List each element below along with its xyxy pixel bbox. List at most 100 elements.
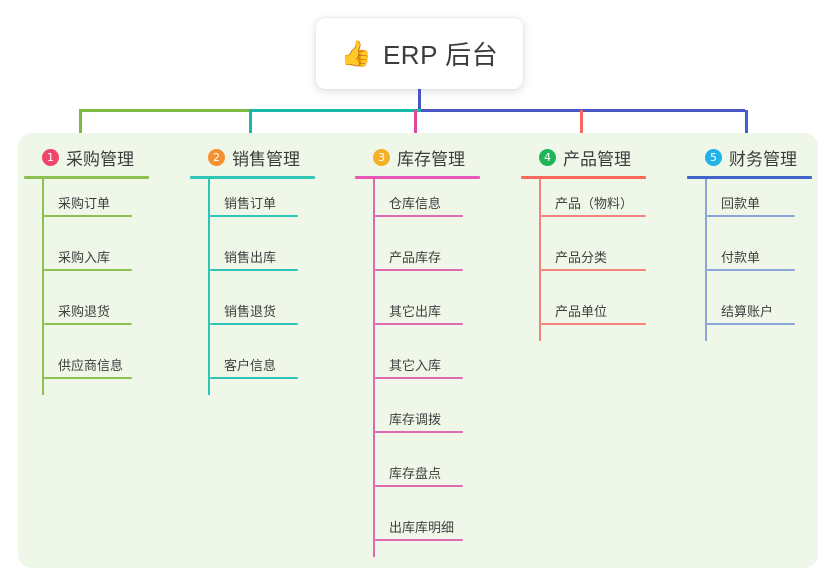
diagram-panel (18, 133, 818, 568)
root-node-card[interactable]: 👍 ERP 后台 (316, 18, 523, 89)
leaf-rule (44, 215, 132, 217)
column-title: 产品管理 (563, 149, 631, 169)
column-header-rule (687, 176, 812, 179)
leaf-label: 产品单位 (555, 304, 608, 319)
leaf-node[interactable]: 出库库明细 (375, 503, 463, 557)
column-title: 库存管理 (397, 149, 465, 169)
leaf-label: 产品（物料） (555, 196, 634, 211)
leaf-rule (375, 377, 463, 379)
column-badge-2: 2 (208, 148, 225, 166)
leaf-node[interactable]: 产品单位 (541, 287, 646, 341)
leaf-rule (210, 269, 298, 271)
column-spine (705, 179, 707, 341)
leaf-rule (707, 215, 795, 217)
leaf-label: 客户信息 (224, 358, 277, 373)
bus-segment (79, 109, 249, 112)
leaf-rule (375, 431, 463, 433)
leaf-node[interactable]: 其它入库 (375, 341, 463, 395)
column-header-rule (190, 176, 315, 179)
leaf-label: 销售退货 (224, 304, 277, 319)
leaf-rule (44, 269, 132, 271)
leaf-label: 出库库明细 (389, 520, 455, 535)
leaf-label: 采购入库 (58, 250, 111, 265)
connector-bus (79, 109, 745, 112)
leaf-node[interactable]: 销售出库 (210, 233, 298, 287)
leaf-label: 采购退货 (58, 304, 111, 319)
column-body: 产品（物料） 产品分类产品单位 (521, 179, 691, 341)
leaf-label: 销售出库 (224, 250, 277, 265)
column-drop-connector (414, 110, 417, 145)
leaf-node[interactable]: 付款单 (707, 233, 795, 287)
leaf-rule (707, 323, 795, 325)
leaf-rule (210, 377, 298, 379)
leaf-label: 仓库信息 (389, 196, 442, 211)
leaf-rule (44, 323, 132, 325)
root-stem-connector (418, 89, 421, 110)
column-title: 采购管理 (66, 149, 134, 169)
column-header-rule (355, 176, 480, 179)
column-drop-connector (249, 110, 252, 145)
column-badge-4: 4 (539, 148, 556, 166)
leaf-label: 库存调拨 (389, 412, 442, 427)
leaf-label: 结算账户 (721, 304, 774, 319)
leaf-node[interactable]: 产品库存 (375, 233, 463, 287)
column-spine (208, 179, 210, 395)
leaf-label: 库存盘点 (389, 466, 442, 481)
leaf-node[interactable]: 客户信息 (210, 341, 298, 395)
leaf-label: 产品分类 (555, 250, 608, 265)
leaf-label: 销售订单 (224, 196, 277, 211)
column-1: 1 采购管理采购订单采购入库采购退货供应商信息 (24, 144, 189, 395)
leaf-node[interactable]: 回款单 (707, 179, 795, 233)
leaf-node[interactable]: 供应商信息 (44, 341, 132, 395)
column-drop-connector (745, 110, 748, 145)
leaf-node[interactable]: 采购入库 (44, 233, 132, 287)
column-badge-3: 3 (373, 148, 390, 166)
leaf-label: 产品库存 (389, 250, 442, 265)
leaf-rule (44, 377, 132, 379)
column-drop-connector (580, 110, 583, 145)
leaf-label: 采购订单 (58, 196, 111, 211)
leaf-node[interactable]: 采购退货 (44, 287, 132, 341)
leaf-node[interactable]: 其它出库 (375, 287, 463, 341)
column-body: 销售订单销售出库销售退货客户信息 (190, 179, 355, 395)
leaf-rule (707, 269, 795, 271)
column-body: 仓库信息产品库存其它出库其它入库库存调拨库存盘点出库库明细 (355, 179, 525, 557)
leaf-rule (541, 323, 646, 325)
leaf-node[interactable]: 销售订单 (210, 179, 298, 233)
leaf-rule (375, 485, 463, 487)
leaf-node[interactable]: 仓库信息 (375, 179, 463, 233)
column-badge-1: 1 (42, 148, 59, 166)
column-spine (373, 179, 375, 557)
leaf-node[interactable]: 库存调拨 (375, 395, 463, 449)
bus-segment (249, 109, 421, 112)
leaf-rule (375, 215, 463, 217)
column-header-3[interactable]: 3 库存管理 (355, 144, 525, 170)
leaf-rule (210, 323, 298, 325)
leaf-rule (210, 215, 298, 217)
column-header-1[interactable]: 1 采购管理 (24, 144, 189, 170)
leaf-label: 回款单 (721, 196, 761, 211)
leaf-rule (541, 269, 646, 271)
column-header-4[interactable]: 4 产品管理 (521, 144, 691, 170)
leaf-rule (375, 323, 463, 325)
column-drop-connector (79, 110, 82, 145)
leaf-node[interactable]: 采购订单 (44, 179, 132, 233)
leaf-node[interactable]: 结算账户 (707, 287, 795, 341)
column-3: 3 库存管理仓库信息产品库存其它出库其它入库库存调拨库存盘点出库库明细 (355, 144, 525, 557)
column-header-rule (521, 176, 646, 179)
column-body: 采购订单采购入库采购退货供应商信息 (24, 179, 189, 395)
leaf-node[interactable]: 库存盘点 (375, 449, 463, 503)
leaf-label: 其它入库 (389, 358, 442, 373)
leaf-node[interactable]: 产品（物料） (541, 179, 646, 233)
leaf-node[interactable]: 销售退货 (210, 287, 298, 341)
leaf-node[interactable]: 产品分类 (541, 233, 646, 287)
leaf-rule (375, 269, 463, 271)
column-spine (42, 179, 44, 395)
leaf-label: 其它出库 (389, 304, 442, 319)
column-header-rule (24, 176, 149, 179)
thumbs-up-icon: 👍 (340, 40, 372, 68)
